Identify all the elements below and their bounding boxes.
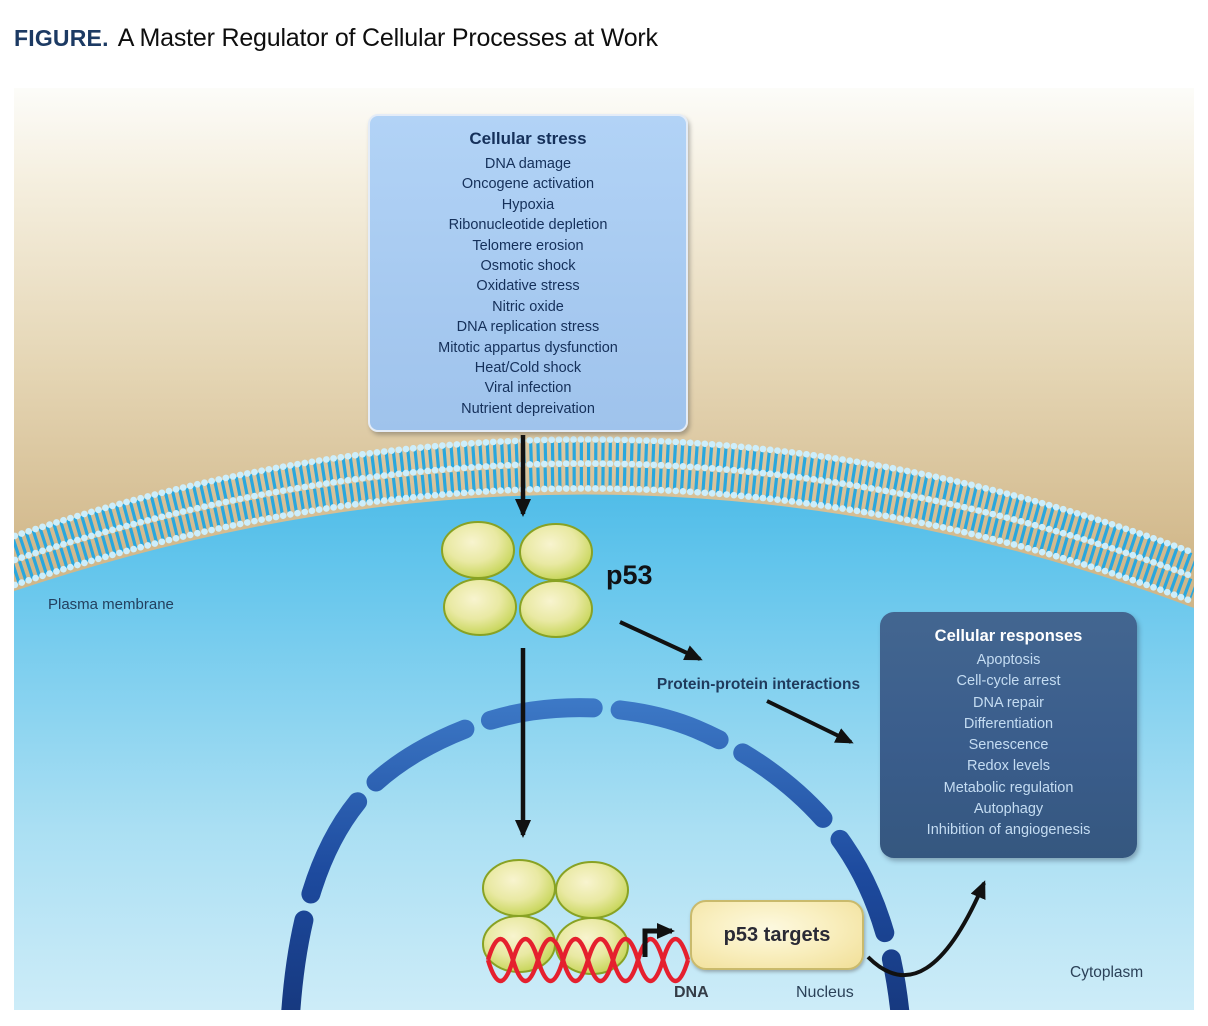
transcription-arrow xyxy=(642,923,675,957)
stress-item: Viral infection xyxy=(484,380,572,397)
stress-item: Mitotic appartus dysfunction xyxy=(438,339,618,356)
p53-label: p53 xyxy=(606,560,653,590)
response-item: Redox levels xyxy=(966,758,1050,775)
plasma-membrane-label: Plasma membrane xyxy=(48,596,174,613)
dna-label: DNA xyxy=(674,984,709,1001)
figure-heading: FIGURE. A Master Regulator of Cellular P… xyxy=(14,24,658,53)
response-item: Metabolic regulation xyxy=(943,779,1074,796)
stress-item: Osmotic shock xyxy=(480,258,576,275)
protein-interactions-label: Protein-protein interactions xyxy=(656,676,861,693)
p53-tetramer-icon xyxy=(441,521,593,638)
interactions-to-responses-arrow xyxy=(766,699,854,744)
nuclear-envelope-graphic xyxy=(281,698,910,1010)
response-item: Inhibition of angiogenesis xyxy=(926,822,1091,839)
plasma-membrane-graphic xyxy=(14,436,1194,606)
response-item: Differentiation xyxy=(963,715,1054,732)
response-item: Senescence xyxy=(968,737,1049,754)
stress-item: Oncogene activation xyxy=(461,176,595,193)
stress-item: Ribonucleotide depletion xyxy=(448,217,608,234)
figure-label: FIGURE. xyxy=(14,25,109,51)
stress-item: Heat/Cold shock xyxy=(474,360,582,377)
stress-item: DNA replication stress xyxy=(456,319,600,336)
response-item: DNA repair xyxy=(973,694,1044,711)
stress-item: Oxidative stress xyxy=(476,278,580,295)
stress-item: Telomere erosion xyxy=(472,237,584,254)
responses-box-title: Cellular responses xyxy=(934,627,1083,645)
nucleus-label: Nucleus xyxy=(796,984,854,1001)
targets-to-responses-arrow xyxy=(866,880,986,977)
cellular-stress-box: Cellular stress DNA damage Oncogene acti… xyxy=(368,114,688,432)
stress-item: Nitric oxide xyxy=(492,298,564,315)
response-item: Apoptosis xyxy=(976,652,1041,668)
p53-to-interactions-arrow xyxy=(619,620,703,661)
stress-item: Nutrient depreivation xyxy=(461,400,595,417)
p53-targets-label: p53 targets xyxy=(723,923,831,946)
cytoplasm-label: Cytoplasm xyxy=(1070,964,1144,981)
response-item: Cell-cycle arrest xyxy=(956,673,1061,690)
dna-helix-icon xyxy=(485,937,713,983)
cell-diagram: Cellular stress DNA damage Oncogene acti… xyxy=(14,88,1194,1010)
stress-item: Hypoxia xyxy=(501,196,555,213)
cellular-responses-box: Cellular responses Apoptosis Cell-cycle … xyxy=(880,612,1137,858)
p53-targets-box: p53 targets xyxy=(690,900,864,970)
response-item: Autophagy xyxy=(973,801,1044,818)
stress-box-title: Cellular stress xyxy=(469,129,587,148)
figure-title: A Master Regulator of Cellular Processes… xyxy=(117,24,658,52)
stress-item: DNA damage xyxy=(484,156,572,172)
